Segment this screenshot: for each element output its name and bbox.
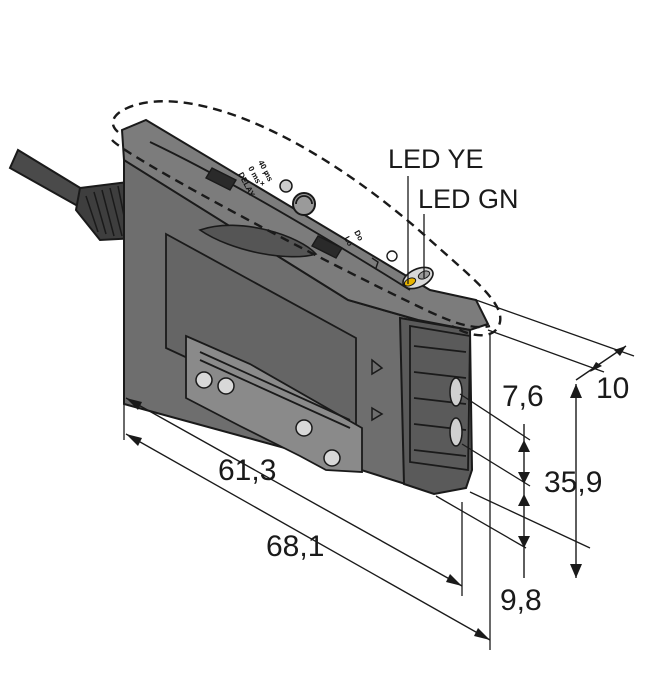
upper-offset-label: 7,6 <box>502 380 544 413</box>
length-dimensions: 61,3 68,1 <box>123 334 491 650</box>
do-label: Do <box>352 229 365 243</box>
led-callouts: LED YE LED GN <box>388 144 519 284</box>
potentiometer-icon <box>279 179 293 193</box>
cable-strain-relief <box>74 180 138 242</box>
triangle-mark-lower <box>371 406 384 422</box>
lower-offset-label: 9,8 <box>500 584 542 617</box>
mounting-clip <box>185 334 363 473</box>
lo-label: Lo <box>342 235 355 248</box>
width-dimension: 10 <box>475 299 635 405</box>
upper-offset-dimension: 7,6 <box>459 380 544 494</box>
triangle-mark-upper <box>371 358 384 376</box>
length-outer-label: 68,1 <box>266 530 324 563</box>
sensor-housing <box>120 118 490 496</box>
minus-label: – <box>262 169 267 178</box>
lo-do-switch <box>311 235 343 259</box>
led-ye-label: LED YE <box>388 144 484 174</box>
width-label: 10 <box>596 372 629 405</box>
dashed-contour <box>111 100 502 337</box>
lower-offset-dimension: 9,8 <box>435 494 542 617</box>
height-label: 35,9 <box>544 466 602 499</box>
length-inner-label: 61,3 <box>218 454 276 487</box>
led-gn-label: LED GN <box>418 184 519 214</box>
height-dimension: 35,9 <box>469 384 602 578</box>
cable <box>8 148 138 242</box>
plus-label: + <box>260 179 265 188</box>
delay-switch <box>205 167 237 191</box>
power-symbol-icon <box>386 250 398 262</box>
